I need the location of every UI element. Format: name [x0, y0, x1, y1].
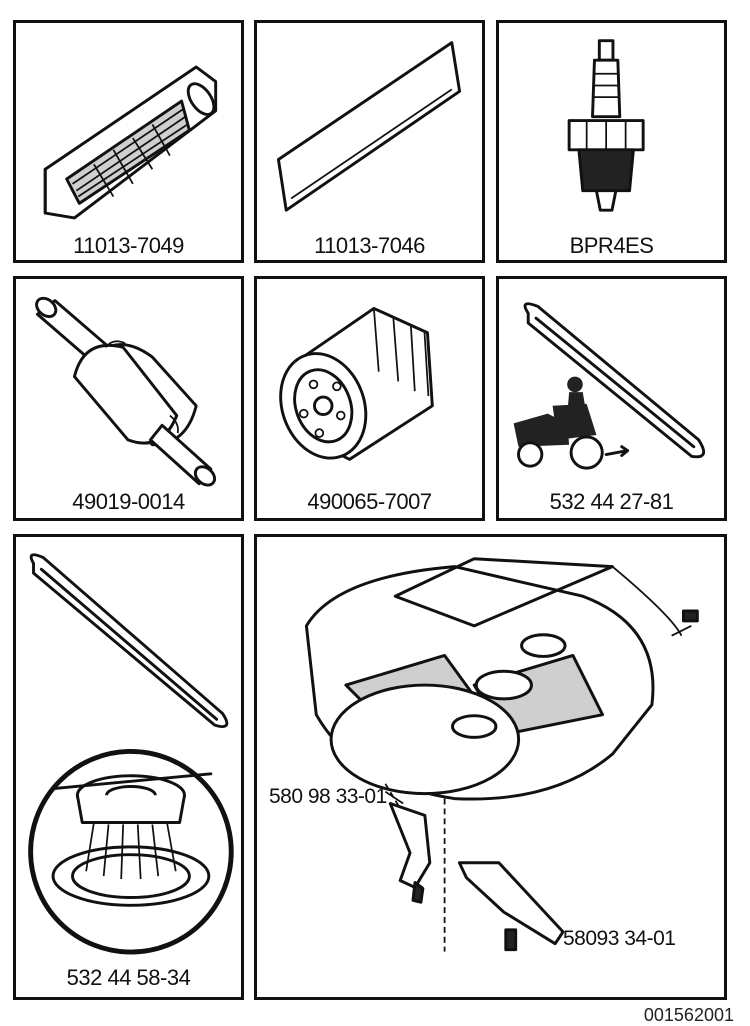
part-number-label: 11013-7049	[73, 233, 184, 258]
oil-filter-illustration	[279, 306, 434, 461]
spark-plug-illustration	[567, 39, 645, 212]
panel-spark-plug: BPR4ES	[496, 20, 727, 263]
drive-belt-illustration	[513, 302, 706, 470]
part-number-label: 11013-7046	[314, 233, 425, 258]
part-number-label: 49019-0014	[72, 489, 185, 514]
panel-pre-filter: 11013-7046	[254, 20, 485, 263]
panel-drive-belt: 532 44 27-81	[496, 276, 727, 521]
pre-filter-illustration	[276, 41, 462, 212]
panel-oil-filter: 490065-7007	[254, 276, 485, 521]
figure-id: 001562001	[643, 1005, 734, 1025]
fuel-filter-illustration	[35, 296, 217, 487]
belt-pulley-illustration	[28, 553, 234, 955]
part-number-label: BPR4ES	[569, 233, 654, 258]
tractor-icon	[513, 376, 630, 470]
panel-fuel-filter: 49019-0014	[13, 276, 244, 521]
air-filter-illustration	[43, 65, 218, 220]
mower-deck-illustration	[304, 557, 699, 952]
panel-air-filter: 11013-7049	[13, 20, 244, 263]
part-number-label: 532 44 27-81	[549, 489, 674, 514]
part-number-label: 490065-7007	[307, 489, 432, 514]
part-number-label: 532 44 58-34	[66, 965, 191, 990]
blade-callout-left: 580 98 33-01	[269, 785, 387, 808]
blade-callout-right: 58093 34-01	[563, 927, 676, 950]
panel-mower-deck: 580 98 33-01 58093 34-01	[254, 534, 727, 1000]
panel-belt-pulley: 532 44 58-34	[13, 534, 244, 1000]
